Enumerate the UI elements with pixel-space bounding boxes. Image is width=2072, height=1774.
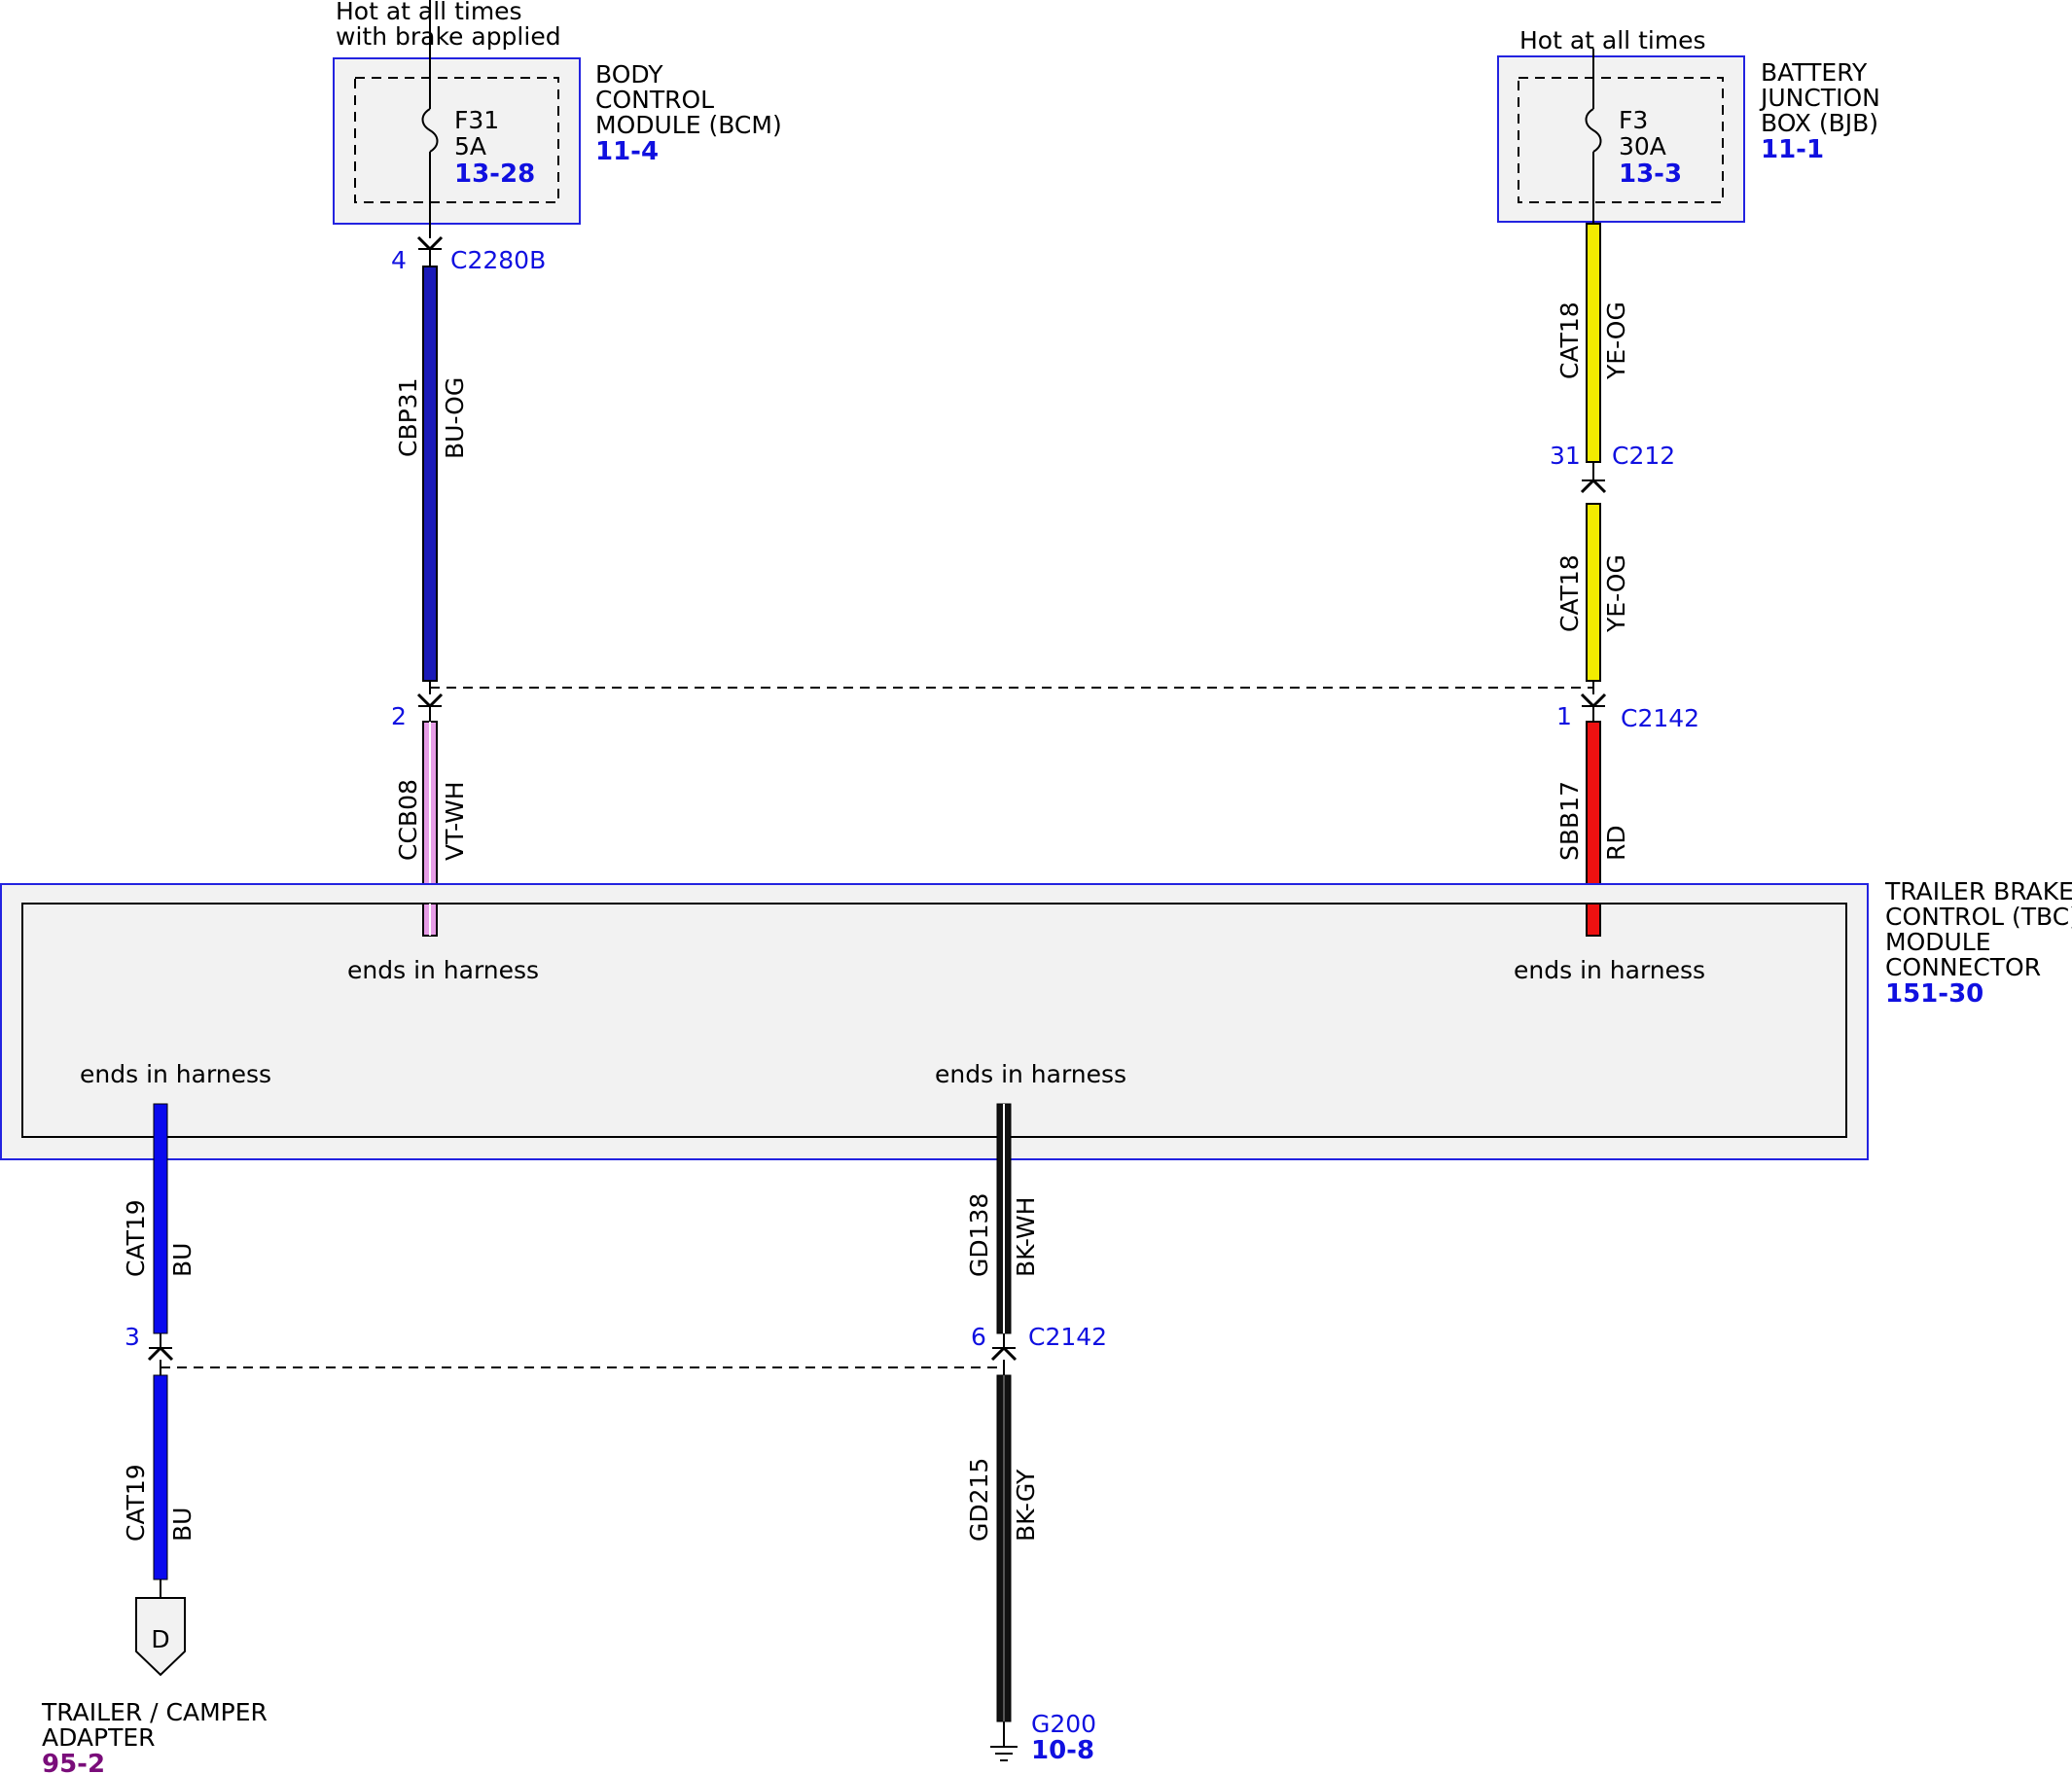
ground-ref[interactable]: 10-8 [1031, 1736, 1094, 1765]
connector-c2142-pin-3[interactable] [147, 1333, 174, 1375]
connector-c2280b[interactable] [416, 235, 444, 266]
bjb-inner-dashed [1518, 77, 1724, 203]
cat18-lower-circuit: CAT18 [1555, 554, 1584, 632]
bcm-label-line-2: CONTROL [595, 86, 714, 114]
tbc-ref[interactable]: 151-30 [1885, 979, 1983, 1009]
bjb-label-line-1: BATTERY [1761, 58, 1868, 87]
cat19-upper-circuit: CAT19 [122, 1199, 150, 1277]
tbc-label-line-2: CONTROL (TBC) [1885, 903, 2072, 931]
cat18-upper-circuit: CAT18 [1555, 302, 1584, 379]
bjb-ref[interactable]: 11-1 [1761, 135, 1824, 164]
fuse-f31-symbol [421, 108, 439, 153]
connector-c2142-pin-6[interactable] [990, 1333, 1018, 1375]
c2142-top-right-name: C2142 [1621, 704, 1699, 732]
bcm-label-line-3: MODULE (BCM) [595, 111, 782, 139]
bcm-header-line-1: Hot at all times [336, 0, 522, 25]
bcm-ref[interactable]: 11-4 [595, 137, 659, 166]
cat18-lower-color: YE-OG [1602, 554, 1630, 633]
sbb17-circuit: SBB17 [1555, 781, 1584, 861]
c2280b-name: C2280B [450, 246, 546, 274]
trailer-adapter-line-2: ADAPTER [42, 1723, 156, 1752]
c2142-bottom-left-pin: 3 [125, 1323, 140, 1351]
tbc-label-line-3: MODULE [1885, 928, 1991, 956]
connector-c2142-pin-2[interactable] [416, 681, 444, 722]
sbb17-color: RD [1602, 825, 1630, 861]
c2280b-pin: 4 [391, 246, 407, 274]
connector-c2142-pin-1[interactable] [1580, 681, 1607, 722]
bcm-inner-dashed [354, 77, 559, 203]
c2142-top-left-pin: 2 [391, 702, 407, 730]
fuse-f3-ref[interactable]: 13-3 [1619, 160, 1682, 189]
tbc-label-line-1: TRAILER BRAKE [1884, 877, 2072, 905]
fuse-f3-name: F3 [1619, 106, 1648, 134]
fuse-f31-ref[interactable]: 13-28 [454, 160, 535, 189]
ground-icon[interactable] [990, 1721, 1018, 1761]
tbc-label-line-4: CONNECTOR [1885, 953, 2041, 981]
trailer-adapter-ref[interactable]: 95-2 [42, 1750, 105, 1774]
cat18-upper-color: YE-OG [1602, 302, 1630, 380]
ends-in-harness-gd138: ends in harness [935, 1060, 1126, 1088]
c2142-top-right-pin: 1 [1556, 702, 1572, 730]
cat19-lower-color: BU [168, 1508, 196, 1542]
fuse-f31-name: F31 [454, 106, 499, 134]
bjb-header: Hot at all times [1519, 26, 1706, 54]
cbp31-circuit: CBP31 [394, 378, 422, 458]
cat19-lower-circuit: CAT19 [122, 1464, 150, 1542]
c212-name: C212 [1612, 442, 1675, 470]
fuse-f31-rating: 5A [454, 132, 486, 160]
wire-cat19-lower[interactable] [153, 1374, 168, 1580]
ccb08-circuit: CCB08 [394, 779, 422, 861]
wire-cat19-upper[interactable] [153, 1103, 168, 1334]
cbp31-color: BU-OG [441, 377, 469, 459]
bcm-box[interactable] [333, 57, 581, 225]
fuse-f3-rating: 30A [1619, 132, 1666, 160]
ccb08-color: VT-WH [441, 781, 469, 861]
cat19-upper-color: BU [168, 1243, 196, 1277]
c2142-bottom-right-name: C2142 [1028, 1323, 1107, 1351]
c2142-bottom-right-pin: 6 [971, 1323, 986, 1351]
bjb-box[interactable] [1497, 55, 1745, 223]
gd138-circuit: GD138 [965, 1193, 993, 1277]
gd215-color: BK-GY [1012, 1469, 1040, 1542]
gd138-color: BK-WH [1012, 1197, 1040, 1277]
trailer-adapter-pin: D [151, 1625, 169, 1653]
connector-c212[interactable] [1580, 462, 1607, 494]
bjb-label-line-3: BOX (BJB) [1761, 109, 1878, 137]
bcm-header-line-2: with brake applied [336, 22, 561, 51]
ground-name: G200 [1031, 1710, 1096, 1738]
wire-cat18-upper[interactable] [1586, 223, 1601, 463]
bjb-label-line-2: JUNCTION [1759, 84, 1880, 112]
ends-in-harness-cat19: ends in harness [80, 1060, 271, 1088]
wire-cat18-lower[interactable] [1586, 503, 1601, 682]
gd215-circuit: GD215 [965, 1458, 993, 1542]
bcm-label-line-1: BODY [595, 60, 663, 89]
c212-pin: 31 [1550, 442, 1581, 470]
ends-in-harness-ccb08: ends in harness [347, 956, 539, 984]
wire-cbp31[interactable] [422, 266, 438, 682]
trailer-adapter-connector[interactable] [135, 1597, 186, 1677]
fuse-f3-symbol [1585, 108, 1602, 153]
trailer-adapter-line-1: TRAILER / CAMPER [41, 1698, 268, 1726]
tbc-module-inner [21, 903, 1847, 1138]
ends-in-harness-sbb17: ends in harness [1514, 956, 1705, 984]
